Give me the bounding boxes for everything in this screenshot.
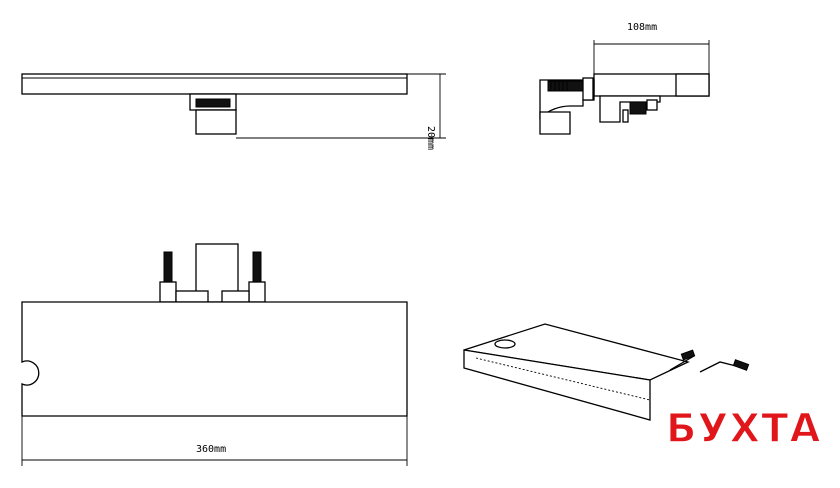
side-view-shelf-body — [21, 73, 408, 95]
dimension-length-label: 360mm — [196, 444, 226, 455]
end-view: 108mm — [539, 22, 710, 135]
screw-left — [163, 251, 173, 283]
screw-right — [252, 251, 262, 283]
perspective-view — [463, 323, 750, 421]
watermark-logo: БУХТА — [665, 405, 821, 453]
dimension-height-label: 20mm — [425, 126, 436, 150]
top-view: 360mm — [21, 243, 408, 466]
dimension-width-label: 108mm — [627, 22, 657, 33]
top-view-shelf-plate — [21, 301, 408, 417]
side-view: 20mm — [21, 73, 446, 150]
watermark-text: БУХТА — [666, 406, 821, 452]
